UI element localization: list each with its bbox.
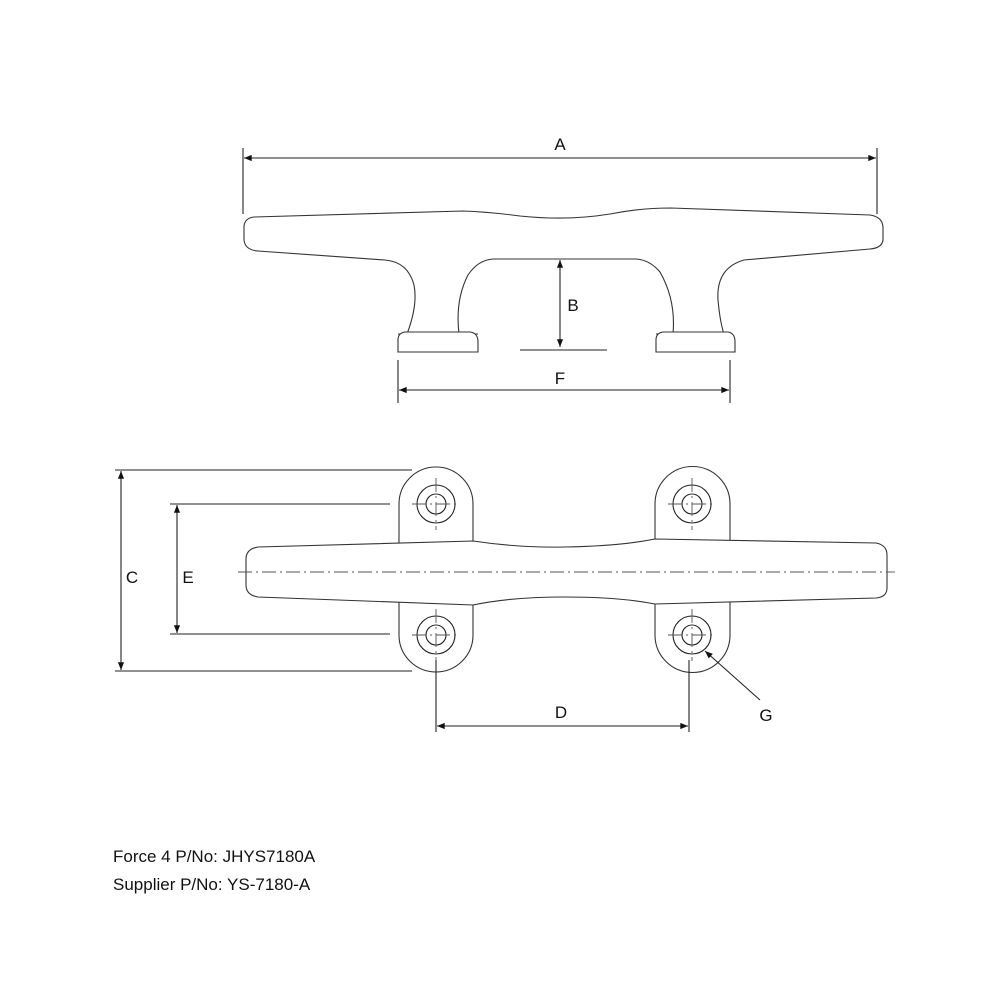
dimension-f: F	[397, 360, 731, 403]
left-foot	[397, 331, 479, 353]
bolt-hole-left-top	[412, 478, 460, 530]
force4-part-number: Force 4 P/No: JHYS7180A	[113, 847, 316, 866]
bolt-holes	[412, 478, 716, 661]
cleat-side-profile	[243, 207, 884, 335]
top-view: C E D G	[115, 465, 895, 732]
dimension-d: D	[435, 660, 690, 732]
cleat-top-profile	[245, 538, 888, 606]
dimension-g: G	[704, 650, 773, 725]
dimension-c: C	[115, 469, 412, 672]
dimension-b: B	[520, 260, 607, 351]
label-f: F	[555, 369, 565, 388]
supplier-part-number: Supplier P/No: YS-7180-A	[113, 875, 311, 894]
bolt-hole-right-top	[668, 478, 716, 530]
label-d: D	[555, 703, 567, 722]
dimension-e: E	[170, 503, 390, 635]
bolt-hole-left-bottom	[412, 609, 460, 661]
side-view: A B F	[242, 135, 884, 403]
label-b: B	[567, 296, 578, 315]
right-foot	[655, 331, 736, 353]
lug-right-top	[654, 465, 731, 546]
dimension-a: A	[242, 135, 878, 214]
label-e: E	[182, 568, 193, 587]
label-a: A	[554, 135, 566, 154]
bolt-hole-right-bottom	[668, 609, 716, 661]
label-g: G	[759, 706, 772, 725]
label-c: C	[126, 568, 138, 587]
